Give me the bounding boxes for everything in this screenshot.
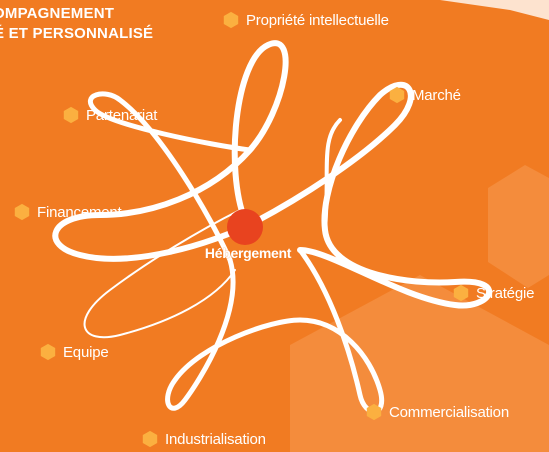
node-equipe: Equipe [39, 343, 109, 361]
hexagon-icon [63, 106, 79, 124]
ribbon-upper-left-loop [87, 91, 253, 263]
hexagon-icon [223, 11, 239, 29]
hexagon-icon [142, 430, 158, 448]
ribbon-outer-loop [52, 40, 493, 309]
node-label: Marché [412, 86, 461, 104]
node-label: Partenariat [86, 106, 158, 124]
node-label: Stratégie [476, 284, 535, 302]
hexagon-icon [389, 86, 405, 104]
hexagon-icon [366, 403, 382, 421]
node-industrialisation: Industrialisation [141, 430, 266, 448]
node-label: Propriété intellectuelle [246, 11, 389, 29]
node-marche: Marché [388, 86, 461, 104]
background-hexagon-large [290, 275, 549, 452]
node-label: Commercialisation [389, 403, 509, 421]
hexagon-icon [453, 284, 469, 302]
node-propriete-intellectuelle: Propriété intellectuelle [222, 11, 389, 29]
node-commercialisation: Commercialisation [365, 403, 509, 421]
title-line-2: É ET PERSONNALISÉ [0, 25, 154, 42]
hexagon-icon [40, 343, 56, 361]
page-title: OMPAGNEMENT É ET PERSONNALISÉ [0, 4, 153, 44]
node-label: Financement [37, 203, 122, 221]
node-partenariat: Partenariat [62, 106, 157, 124]
center-circle-icon [227, 209, 263, 245]
node-label: Equipe [63, 343, 109, 361]
ribbon-right-strand [323, 118, 342, 232]
node-strategie: Stratégie [452, 284, 534, 302]
hexagon-icon [14, 203, 30, 221]
node-label: Industrialisation [165, 430, 266, 448]
title-line-1: OMPAGNEMENT [0, 5, 115, 22]
background-corner-shape [440, 0, 549, 20]
node-financement: Financement [13, 203, 122, 221]
ribbon-lower-loops [165, 247, 385, 415]
center-label: Hébergement [204, 245, 292, 261]
background-hexagon-right [488, 165, 549, 288]
ribbon-thin-loop [83, 209, 241, 339]
